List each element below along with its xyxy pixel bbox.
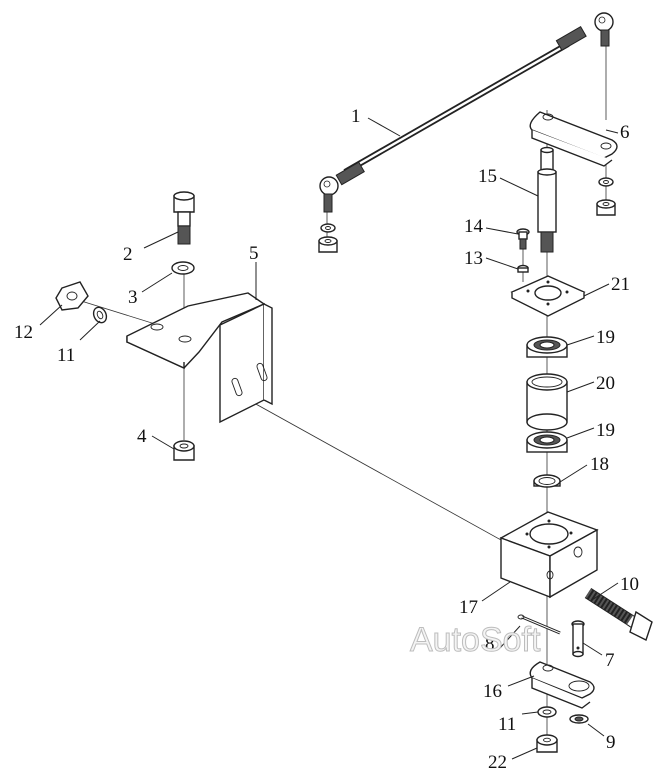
lower-lever [529, 661, 595, 709]
callout-6: 6 [620, 122, 630, 143]
callout-20: 20 [596, 373, 615, 394]
callout-19-lower: 19 [596, 420, 615, 441]
callout-12: 12 [14, 322, 33, 343]
bracket-nut [173, 440, 195, 461]
side-nut-and-washer [55, 281, 108, 324]
shaft [537, 146, 557, 253]
callout-16: 16 [483, 681, 502, 702]
callout-3: 3 [128, 287, 138, 308]
callout-11-left: 11 [57, 345, 75, 366]
callout-1: 1 [351, 106, 361, 127]
callout-5: 5 [249, 243, 259, 264]
bearing-stack [526, 336, 568, 488]
callout-13: 13 [464, 248, 483, 269]
callout-2: 2 [123, 244, 133, 265]
long-bolt [584, 587, 653, 641]
cotter-pin [517, 614, 561, 635]
flange-plate [510, 275, 586, 317]
clevis-pin [571, 620, 585, 658]
leader-lines [39, 117, 619, 760]
callout-18: 18 [590, 454, 609, 475]
mounting-bracket [126, 292, 273, 424]
callout-labels: 1 2 3 4 5 6 7 8 9 10 11 11 12 13 14 15 1… [14, 106, 639, 773]
watermark: AutoSoft [410, 621, 541, 659]
callout-19-upper: 19 [596, 327, 615, 348]
callout-11-bottom: 11 [498, 714, 516, 735]
callout-10: 10 [620, 574, 639, 595]
upper-lever [529, 111, 618, 167]
callout-7: 7 [605, 650, 615, 671]
upper-washer [171, 261, 195, 275]
callout-17: 17 [459, 597, 478, 618]
housing-block [499, 511, 599, 599]
callout-15: 15 [478, 166, 497, 187]
callout-8: 8 [485, 634, 495, 655]
callout-4: 4 [137, 426, 147, 447]
lower-fasteners [536, 706, 589, 753]
small-bolt-and-washer [516, 228, 530, 273]
callout-9: 9 [606, 732, 616, 753]
hex-bolt [173, 191, 195, 245]
callout-14: 14 [464, 216, 484, 237]
callout-22: 22 [488, 752, 507, 773]
callout-21: 21 [611, 274, 630, 295]
tie-rod-assembly [318, 12, 616, 253]
